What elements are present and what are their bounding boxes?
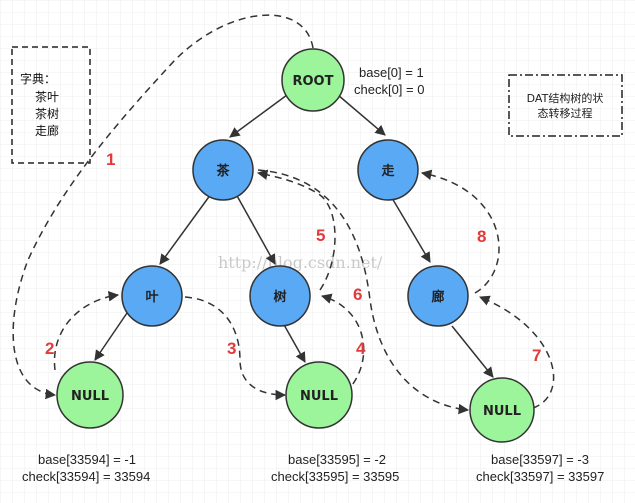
- node-label: 树: [273, 289, 286, 305]
- root-check-text: check[0] = 0: [354, 82, 424, 97]
- step-label: 2: [45, 339, 54, 358]
- step-label: 3: [227, 339, 236, 358]
- dictionary-word: 走廊: [35, 123, 59, 138]
- edge-cha-shu: [235, 193, 276, 265]
- edge-root-zou: [337, 94, 386, 136]
- node-label: 廊: [431, 289, 444, 305]
- transition-8: [420, 169, 500, 294]
- null2-check-text: check[33595] = 33595: [271, 469, 399, 484]
- edge-ye-null: [94, 312, 128, 361]
- step-label: 4: [356, 339, 366, 358]
- node-zou: 走: [357, 139, 419, 201]
- transition-7: [479, 295, 555, 409]
- node-label: NULL: [71, 389, 109, 404]
- edge-root-cha: [229, 94, 288, 138]
- transition-4: [320, 293, 365, 394]
- dictionary-box: 字典： 茶叶 茶树 走廊: [11, 46, 91, 164]
- node-label: 茶: [216, 163, 230, 179]
- root-base-text: base[0] = 1: [359, 65, 424, 80]
- node-label: NULL: [300, 389, 338, 404]
- transition-paths: [12, 14, 555, 415]
- transition-6: [257, 169, 470, 415]
- node-label: NULL: [483, 404, 521, 419]
- legend-box: DAT结构树的状 态转移过程: [508, 74, 623, 137]
- edge-shu-null: [282, 322, 306, 363]
- watermark-text: http://blog.csdn.net/: [218, 253, 383, 272]
- node-ye: 叶: [121, 265, 183, 327]
- node-label: 走: [381, 163, 395, 179]
- null2-base-text: base[33595] = -2: [288, 452, 386, 467]
- transition-2: [53, 291, 120, 371]
- transition-3: [184, 296, 287, 401]
- node-root: ROOT: [281, 48, 345, 112]
- dictionary-title: 字典：: [20, 71, 56, 86]
- step-label: 7: [532, 346, 541, 365]
- transition-1: [12, 14, 314, 400]
- edge-lang-null: [451, 325, 494, 378]
- node-label: 叶: [145, 290, 158, 305]
- dictionary-word: 茶树: [35, 106, 59, 121]
- node-null-1: NULL: [56, 361, 124, 429]
- edge-zou-lang: [391, 197, 431, 263]
- node-lang: 廊: [407, 265, 469, 327]
- node-cha: 茶: [192, 139, 254, 201]
- tree-nodes: ROOT 茶 走 叶 树 廊 NULL NULL: [56, 48, 535, 443]
- step-label: 6: [353, 285, 362, 304]
- legend-line: DAT结构树的状: [527, 91, 604, 105]
- edge-cha-ye: [159, 193, 212, 265]
- step-label: 1: [106, 150, 115, 169]
- node-null-3: NULL: [469, 377, 535, 443]
- node-shu: 树: [249, 265, 311, 327]
- tree-edges: [94, 94, 494, 378]
- step-label: 5: [316, 226, 325, 245]
- step-labels: 1 2 3 4 5 6 7 8: [45, 150, 541, 365]
- node-label: ROOT: [293, 74, 334, 89]
- legend-line: 态转移过程: [538, 106, 593, 120]
- step-label: 8: [477, 227, 486, 246]
- dictionary-word: 茶叶: [35, 89, 59, 104]
- transition-5: [256, 169, 336, 291]
- array-annotations: base[0] = 1 check[0] = 0 base[33594] = -…: [22, 65, 604, 484]
- null1-base-text: base[33594] = -1: [38, 452, 136, 467]
- null1-check-text: check[33594] = 33594: [22, 469, 150, 484]
- node-null-2: NULL: [285, 361, 353, 429]
- null3-check-text: check[33597] = 33597: [476, 469, 604, 484]
- null3-base-text: base[33597] = -3: [491, 452, 589, 467]
